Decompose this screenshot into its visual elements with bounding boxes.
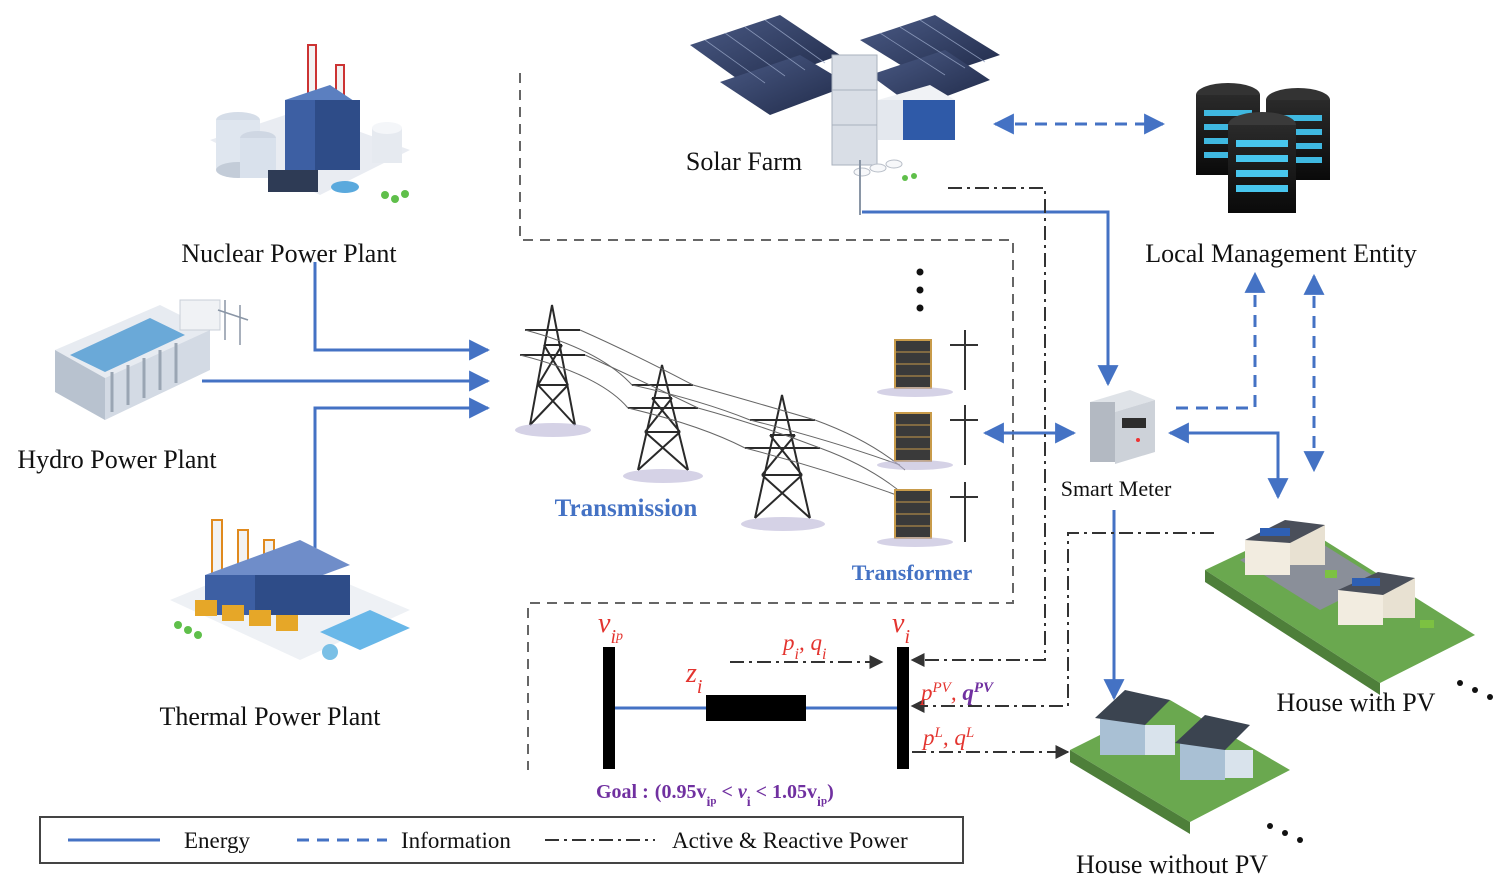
- server-stack-icon: [1196, 83, 1330, 213]
- legend: Energy Information Active & Reactive Pow…: [39, 816, 964, 864]
- transmission-label: Transmission: [555, 495, 698, 522]
- pq-flow-label: pi, qi: [781, 630, 826, 663]
- information-lines: [992, 113, 1325, 473]
- smart-meter-icon: [1090, 390, 1155, 464]
- house-nopv-label: House without PV: [1076, 850, 1268, 879]
- v-i-label: vi: [892, 608, 910, 648]
- legend-energy: Energy: [184, 828, 251, 853]
- circuit-model: vip vi zi pi, qi pPV, qPV pL, qL Goal :(…: [596, 608, 995, 810]
- bus-i: [897, 647, 909, 769]
- thermal-plant-icon: [170, 519, 410, 660]
- legend-information: Information: [401, 828, 511, 853]
- legend-active-reactive: Active & Reactive Power: [672, 828, 908, 853]
- impedance-zi: [706, 695, 806, 721]
- power-flow-lines: [730, 187, 1214, 759]
- solar-label: Solar Farm: [686, 147, 802, 176]
- thermal-label: Thermal Power Plant: [160, 702, 382, 731]
- nuclear-plant-icon: [210, 44, 410, 203]
- transformer-icon: [877, 268, 978, 547]
- bus-ip: [603, 647, 615, 769]
- solar-farm-icon: [690, 15, 1000, 215]
- energy-lines: [202, 210, 1289, 710]
- transmission-tower-icon: [515, 304, 916, 531]
- pv-power-label: pPV, qPV: [919, 680, 995, 705]
- hydro-label: Hydro Power Plant: [17, 445, 217, 474]
- z-i-label: zi: [685, 658, 702, 698]
- nuclear-label: Nuclear Power Plant: [181, 239, 397, 268]
- more-dots: [1267, 680, 1493, 843]
- transformer-label: Transformer: [852, 560, 973, 585]
- grid-region-outline: [519, 73, 1014, 770]
- house-no-pv-icon: [1070, 690, 1290, 834]
- load-power-label: pL, qL: [921, 725, 974, 750]
- goal-label: Goal :(0.95vip < vi < 1.05vip): [596, 781, 834, 810]
- house-pv-icon: [1205, 520, 1475, 695]
- smart-meter-label: Smart Meter: [1061, 476, 1172, 501]
- hydro-dam-icon: [55, 299, 249, 420]
- v-ip-label: vip: [598, 608, 623, 648]
- lme-label: Local Management Entity: [1145, 239, 1416, 268]
- house-pv-label: House with PV: [1277, 688, 1436, 717]
